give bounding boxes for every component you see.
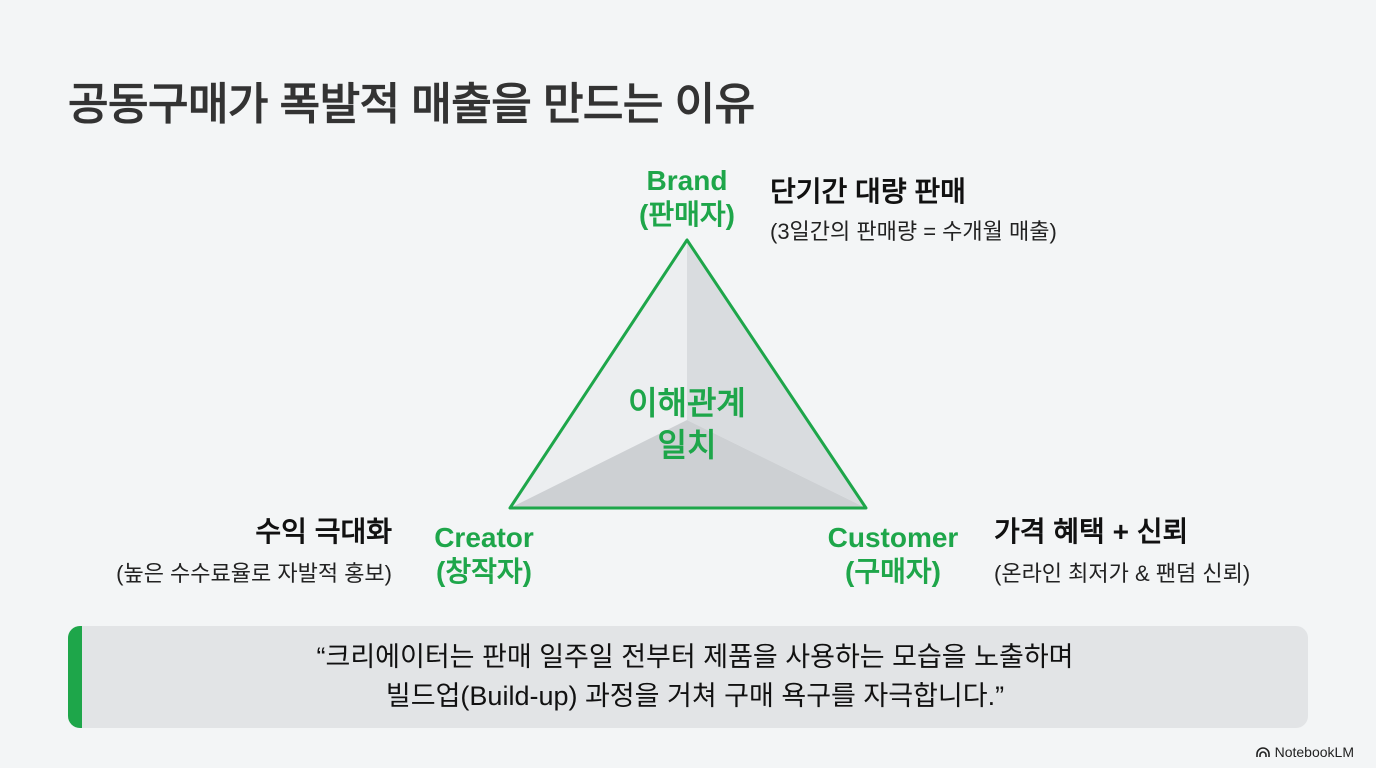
node-customer-sub: (구매자) bbox=[845, 556, 941, 587]
node-brand-name: Brand bbox=[646, 165, 728, 196]
node-customer-name: Customer bbox=[827, 522, 959, 553]
triangle-face-bottom bbox=[510, 420, 866, 508]
node-creator: Creator (창작자) bbox=[404, 521, 564, 589]
customer-detail: (온라인 최저가 & 팬덤 신뢰) bbox=[994, 561, 1251, 586]
branding-label: NotebookLM bbox=[1274, 744, 1354, 760]
node-brand-sub: (판매자) bbox=[639, 199, 735, 230]
customer-headline: 가격 혜택 + 신뢰 bbox=[994, 516, 1189, 547]
node-brand: Brand (판매자) bbox=[607, 164, 767, 232]
creator-headline: 수익 극대화 bbox=[255, 516, 392, 547]
center-label: 이해관계 일치 bbox=[587, 382, 787, 466]
customer-description: 가격 혜택 + 신뢰 (온라인 최저가 & 팬덤 신뢰) bbox=[994, 510, 1250, 588]
quote-text: “크리에이터는 판매 일주일 전부터 제품을 사용하는 모습을 노출하며 빌드업… bbox=[82, 638, 1308, 716]
brand-description: 단기간 대량 판매 (3일간의 판매량 = 수개월 매출) bbox=[770, 170, 1057, 246]
creator-detail: (높은 수수료율로 자발적 홍보) bbox=[116, 561, 392, 586]
node-creator-name: Creator bbox=[434, 522, 534, 553]
notebooklm-branding: NotebookLM bbox=[1255, 744, 1354, 760]
quote-line1: “크리에이터는 판매 일주일 전부터 제품을 사용하는 모습을 노출하며 bbox=[316, 642, 1074, 672]
center-label-line1: 이해관계 bbox=[628, 385, 746, 421]
brand-headline: 단기간 대량 판매 bbox=[770, 176, 966, 207]
node-creator-sub: (창작자) bbox=[436, 556, 532, 587]
center-label-line2: 일치 bbox=[657, 427, 717, 463]
quote-box: “크리에이터는 판매 일주일 전부터 제품을 사용하는 모습을 노출하며 빌드업… bbox=[68, 626, 1308, 728]
node-customer: Customer (구매자) bbox=[808, 521, 978, 589]
creator-description: 수익 극대화 (높은 수수료율로 자발적 홍보) bbox=[116, 510, 392, 588]
notebooklm-logo-icon bbox=[1255, 746, 1270, 757]
page-title: 공동구매가 폭발적 매출을 만드는 이유 bbox=[68, 80, 755, 129]
quote-line2: 빌드업(Build-up) 과정을 거쳐 구매 욕구를 자극합니다.” bbox=[385, 681, 1005, 711]
quote-accent-bar bbox=[68, 626, 82, 728]
triangle-outline bbox=[508, 238, 868, 510]
brand-detail: (3일간의 판매량 = 수개월 매출) bbox=[770, 219, 1057, 244]
